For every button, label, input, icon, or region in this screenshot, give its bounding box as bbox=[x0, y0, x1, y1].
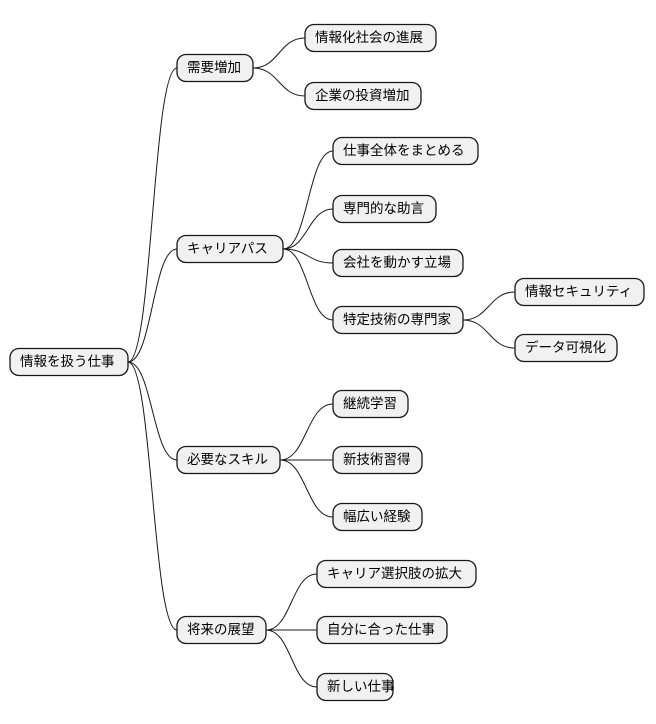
mindmap-edges bbox=[127, 37, 516, 688]
branch-node: 将来の展望 bbox=[176, 615, 267, 645]
leaf-node-label: 会社を動かす立場 bbox=[343, 255, 451, 271]
mindmap-edge bbox=[127, 248, 178, 363]
leaf-node: 新しい仕事 bbox=[316, 672, 395, 702]
leaf-node-box bbox=[332, 248, 464, 278]
branch-node-box bbox=[176, 615, 267, 645]
leaf-node-label: データ可視化 bbox=[525, 339, 606, 356]
root-node-box bbox=[9, 347, 129, 377]
leaf-node: 企業の投資増加 bbox=[304, 81, 422, 111]
branch-node-box bbox=[176, 234, 284, 264]
leaf-node-box bbox=[332, 445, 423, 475]
leaf-node-label: 情報化社会の進展 bbox=[315, 30, 423, 46]
mindmap-edge bbox=[282, 248, 334, 264]
leaf-node-label: キャリア選択肢の拡大 bbox=[327, 566, 462, 582]
mindmap-edge bbox=[282, 248, 334, 321]
branch-node-label: 需要増加 bbox=[187, 60, 241, 76]
leaf-node-box bbox=[304, 81, 422, 111]
branch-node: 必要なスキル bbox=[176, 445, 281, 475]
branch-node-label: キャリアパス bbox=[187, 241, 268, 257]
mindmap-edge bbox=[282, 208, 334, 250]
leaf-node-box bbox=[332, 136, 479, 166]
leaf-node: 幅広い経験 bbox=[332, 502, 423, 532]
leaf-node-label: 新技術習得 bbox=[343, 451, 411, 468]
leaf-node-box bbox=[316, 559, 477, 589]
root-node: 情報を扱う仕事 bbox=[9, 347, 129, 377]
mindmap-edge bbox=[279, 459, 334, 518]
mindmap-edge bbox=[127, 361, 178, 631]
mindmap-edge bbox=[265, 573, 318, 631]
mindmap-edge bbox=[462, 319, 516, 349]
branch-node: 需要増加 bbox=[176, 53, 254, 83]
branch-node-label: 将来の展望 bbox=[187, 622, 255, 638]
mindmap-edge bbox=[279, 403, 334, 461]
leaf-node-box bbox=[316, 672, 394, 702]
branch-node-box bbox=[176, 445, 281, 475]
mindmap-edge bbox=[127, 67, 178, 363]
leaf-node-box bbox=[332, 194, 437, 224]
mindmap-edge bbox=[127, 361, 178, 461]
branch-node-label: 必要なスキル bbox=[187, 452, 268, 468]
branch-node-box bbox=[176, 53, 254, 83]
leaf-node-label: 企業の投資増加 bbox=[315, 87, 410, 104]
leaf-node: 会社を動かす立場 bbox=[332, 248, 464, 278]
leaf-node-box bbox=[332, 502, 423, 532]
leaf-node-box bbox=[514, 277, 645, 307]
branch-node: キャリアパス bbox=[176, 234, 284, 264]
leaf-node-label: 特定技術の専門家 bbox=[343, 311, 451, 328]
leaf-node: 新技術習得 bbox=[332, 445, 423, 475]
leaf-node-label: 継続学習 bbox=[343, 396, 397, 412]
mindmap-edge bbox=[252, 37, 306, 69]
leaf-node-label: 専門的な助言 bbox=[343, 201, 424, 217]
leaf-node: 自分に合った仕事 bbox=[316, 615, 448, 645]
leaf-node-label: 自分に合った仕事 bbox=[327, 622, 435, 638]
leaf-node-box bbox=[514, 333, 618, 363]
mindmap-edge bbox=[252, 67, 306, 97]
leaf-node: 継続学習 bbox=[332, 389, 409, 419]
leaf-node-box bbox=[332, 305, 464, 335]
leaf-node-label: 仕事全体をまとめる bbox=[343, 142, 465, 159]
leaf-node-box bbox=[332, 389, 409, 419]
leaf-node-label: 幅広い経験 bbox=[343, 509, 411, 525]
leaf-node-label: 情報セキュリティ bbox=[525, 284, 632, 300]
leaf-node: 特定技術の専門家 bbox=[332, 305, 464, 335]
leaf-node: 情報セキュリティ bbox=[514, 277, 645, 307]
mindmap-edge bbox=[265, 629, 318, 688]
leaf-node: 情報化社会の進展 bbox=[304, 23, 437, 53]
leaf-node: データ可視化 bbox=[514, 333, 618, 363]
leaf-node-box bbox=[304, 23, 437, 53]
mindmap-edge bbox=[282, 150, 334, 250]
leaf-node-label: 新しい仕事 bbox=[327, 679, 395, 695]
mindmap-edge bbox=[462, 291, 516, 321]
leaf-node: キャリア選択肢の拡大 bbox=[316, 559, 477, 589]
root-node-label: 情報を扱う仕事 bbox=[20, 354, 115, 370]
leaf-node: 専門的な助言 bbox=[332, 194, 437, 224]
leaf-node-box bbox=[316, 615, 448, 645]
leaf-node: 仕事全体をまとめる bbox=[332, 136, 479, 166]
